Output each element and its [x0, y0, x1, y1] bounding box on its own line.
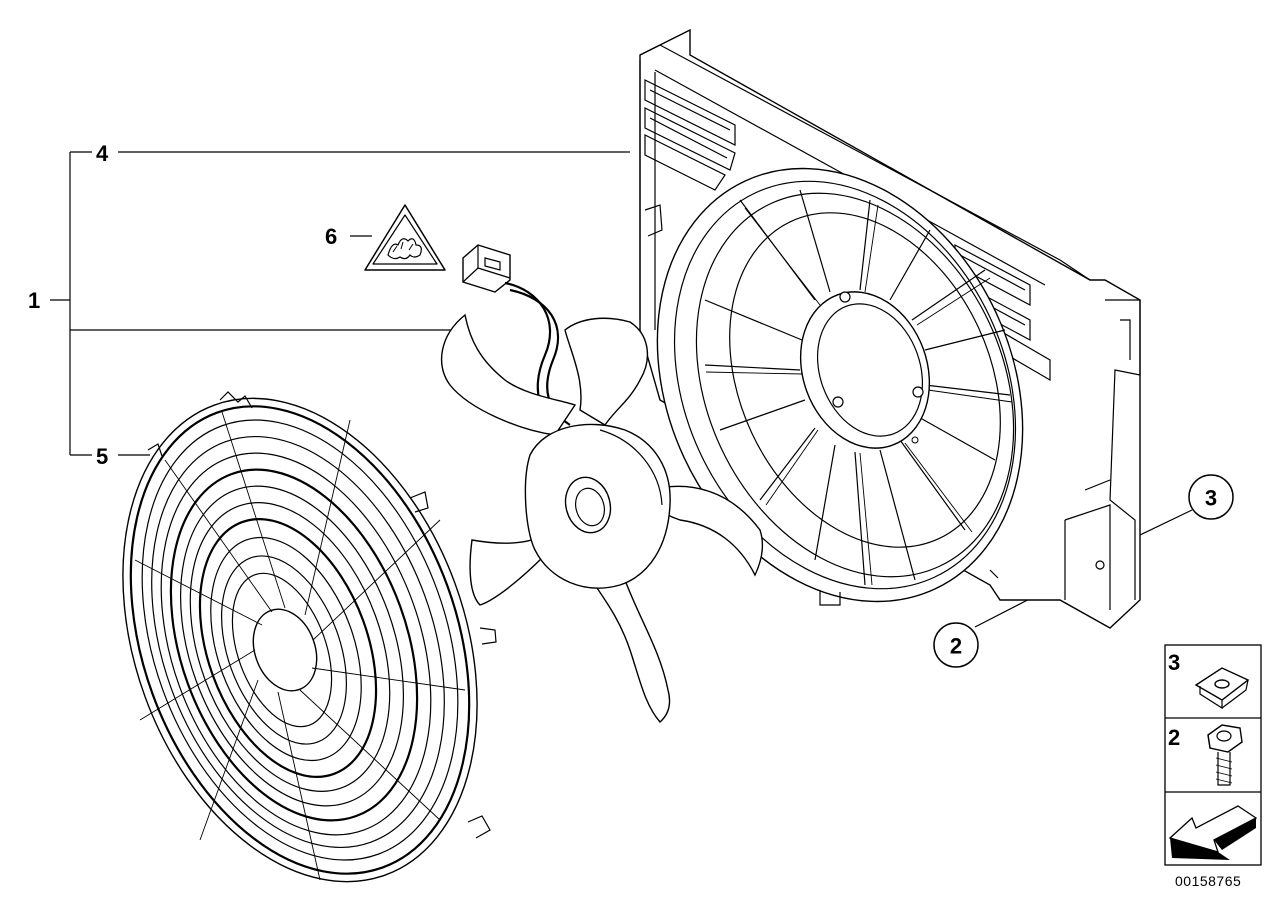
- parts-legend: 3 2: [1164, 644, 1262, 866]
- callout-2[interactable]: 2: [950, 634, 962, 659]
- callout-3-circle[interactable]: 3: [1188, 474, 1234, 520]
- reference-number: 00158765: [1175, 873, 1241, 889]
- callout-1[interactable]: 1: [28, 288, 40, 313]
- direction-arrow-icon: [1168, 805, 1258, 860]
- speed-nut-icon: [1194, 667, 1250, 710]
- callout-5[interactable]: 5: [96, 444, 108, 469]
- legend-number-2: 2: [1168, 725, 1180, 750]
- screw-icon: [1207, 724, 1243, 786]
- fan-guard-grille[interactable]: [59, 349, 540, 910]
- legend-number-3: 3: [1168, 650, 1180, 675]
- warning-label-icon[interactable]: [364, 204, 446, 271]
- fan-impeller[interactable]: [440, 313, 764, 723]
- callout-4[interactable]: 4: [96, 141, 109, 166]
- fan-shroud[interactable]: [589, 28, 1141, 662]
- callout-2-circle[interactable]: 2: [933, 622, 979, 668]
- callout-6[interactable]: 6: [325, 224, 337, 249]
- callout-3[interactable]: 3: [1205, 486, 1217, 511]
